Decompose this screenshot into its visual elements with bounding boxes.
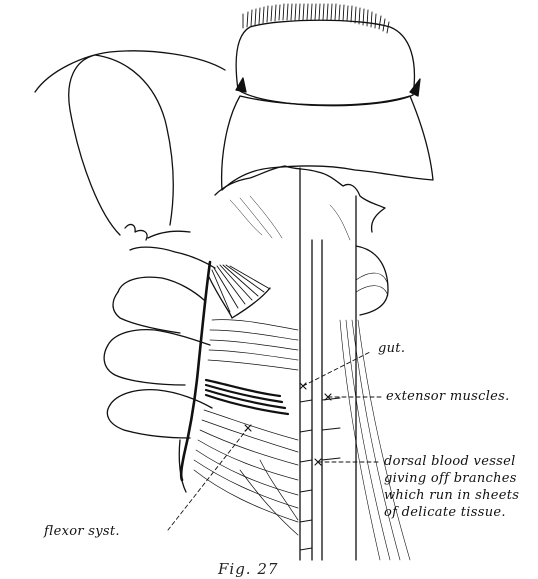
muscle-fan [208,265,270,318]
figure-caption: Fig. 27 [218,560,278,578]
gut-marker [300,383,306,389]
top-segment [236,20,414,105]
label-extensor-muscles: extensor muscles. [386,390,510,403]
spine-right [410,79,420,96]
body-column [300,168,356,560]
flexor-muscle-hatching [194,320,298,535]
vessel-branches [300,398,340,550]
carapace-outline [35,51,225,235]
flexor-marker [245,425,251,431]
label-dorsal-blood-vessel-line2: giving off branches [384,472,517,485]
label-gut: gut. [378,342,405,355]
notch [125,225,190,240]
gut-leader [303,352,370,386]
label-dorsal-blood-vessel-line4: of delicate tissue. [384,506,506,519]
bristle-fringe [243,4,389,33]
label-dorsal-blood-vessel-line1: dorsal blood vessel [384,455,516,468]
label-flexor-system: flexor syst. [44,525,120,538]
right-bulge [356,246,388,315]
gut-tube [312,240,322,560]
tissue-shading [230,196,350,240]
flexor-edge [181,262,210,480]
label-dorsal-blood-vessel-line3: which run in sheets [384,489,519,502]
